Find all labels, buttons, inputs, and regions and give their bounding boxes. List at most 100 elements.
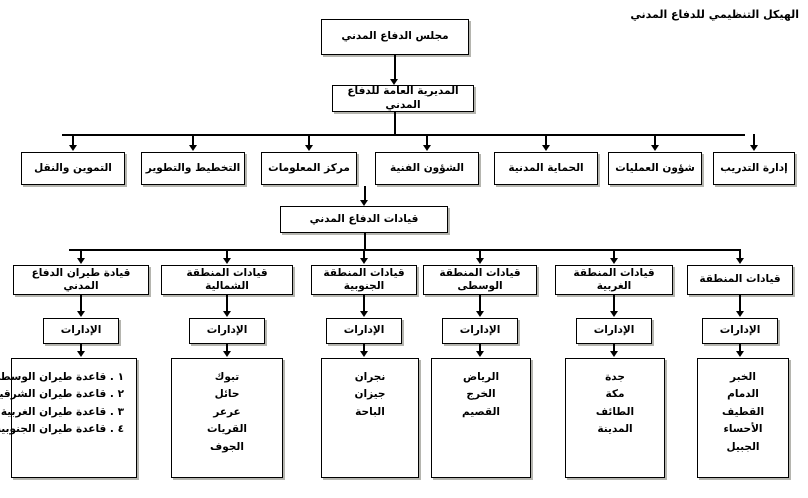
connector-department-drop [427,134,429,145]
arrow-down-command [476,258,485,264]
connector-departments-to-list [81,344,83,351]
department-box[interactable]: شؤون العمليات [609,152,703,185]
departments-sub-box[interactable]: الإدارات [703,318,779,344]
arrow-down-list [610,351,619,357]
connector-department-drop [754,134,756,145]
connector-command-to-departments [614,295,616,311]
regional-command-box[interactable]: قيادات المنطقة الغربية [556,265,674,295]
list-item: جيزان [355,388,387,400]
list-item: القطيف [722,405,766,418]
arrow-down-list [77,351,86,357]
connector-command-to-departments [227,295,229,311]
list-item: ١ . قاعدة طيران الوسطى [0,370,125,383]
connector-departments-to-list [740,344,742,351]
connector-command-drop [740,249,742,258]
department-box[interactable]: التموين والنقل [22,152,126,185]
list-item: الأحساء [724,423,764,435]
connector-departments-to-list [614,344,616,351]
list-item: حائل [215,388,241,400]
list-item: الرياض [463,370,501,383]
list-item: ٤ . قاعدة طيران الجنوبية [0,423,125,435]
department-box[interactable]: التخطيط والتطوير [142,152,246,185]
arrow-down-department [189,145,198,151]
list-item: مكة [606,388,626,400]
department-box[interactable]: الحماية المدنية [495,152,599,185]
connector-department-drop [655,134,657,145]
arrow-down-list [476,351,485,357]
node-civil-defense-commands[interactable]: قيادات الدفاع المدني [281,206,449,233]
departments-sub-box[interactable]: الإدارات [577,318,653,344]
departments-sub-box[interactable]: الإدارات [44,318,120,344]
connector-command-to-departments [364,295,366,311]
connector-commands-bus [70,249,742,251]
arrow-down-departments [476,311,485,317]
list-item: الجوف [211,440,245,453]
connector-department-drop [309,134,311,145]
list-item: تبوك [215,370,241,383]
regional-command-box[interactable]: قيادات المنطقة الجنوبية [312,265,418,295]
regional-command-box[interactable]: قيادة طيران الدفاع المدني [14,265,150,295]
arrow-down-directorate [390,79,399,85]
department-box[interactable]: الشؤون الفنية [376,152,480,185]
list-item: الجبيل [727,440,761,453]
arrow-down-departments [610,311,619,317]
connector-departments-to-list [480,344,482,351]
list-item: المدينة [598,423,634,435]
arrow-down-department [750,145,759,151]
regional-command-box[interactable]: قيادات المنطقة [688,265,794,295]
regional-command-box[interactable]: قيادات المنطقة الوسطى [424,265,538,295]
cities-list-box[interactable]: جدة مكة الطائف المدينة [566,358,666,478]
connector-command-to-departments [81,295,83,311]
aviation-bases-list-box[interactable]: ١ . قاعدة طيران الوسطى ٢ . قاعدة طيران ال… [0,358,138,478]
list-item: الطائف [596,405,636,418]
node-general-directorate[interactable]: المديرية العامة للدفاع المدني [333,85,475,112]
arrow-down-command [736,258,745,264]
list-item: القصيم [463,405,501,418]
connector-command-drop [227,249,229,258]
arrow-down-commands-root [360,200,369,206]
departments-sub-box[interactable]: الإدارات [327,318,403,344]
arrow-down-command [223,258,232,264]
arrow-down-department [305,145,314,151]
arrow-down-departments [77,311,86,317]
departments-sub-box[interactable]: الإدارات [443,318,519,344]
regional-command-box[interactable]: قيادات المنطقة الشمالية [162,265,294,295]
arrow-down-command [610,258,619,264]
arrow-down-list [736,351,745,357]
department-box[interactable]: مركز المعلومات [262,152,358,185]
connector-to-commands-root [365,186,367,200]
page-title: الهيكل التنظيمي للدفاع المدني [631,8,800,21]
arrow-down-departments [360,311,369,317]
arrow-down-department [69,145,78,151]
list-item: ٢ . قاعدة طيران الشرقية [0,388,125,400]
arrow-down-command [77,258,86,264]
connector-departments-to-list [364,344,366,351]
connector-department-drop [546,134,548,145]
departments-sub-box[interactable]: الإدارات [190,318,266,344]
department-box[interactable]: إدارة التدريب [714,152,796,185]
list-item: جدة [606,370,626,383]
arrow-down-departments [736,311,745,317]
arrow-down-list [223,351,232,357]
arrow-down-department [423,145,432,151]
list-item: الخبر [731,370,757,383]
arrow-down-departments [223,311,232,317]
connector-command-drop [364,249,366,258]
node-civil-defense-council[interactable]: مجلس الدفاع المدني [322,19,470,55]
list-item: ٣ . قاعدة طيران الغربية [1,405,125,418]
connector-council-to-directorate [395,55,397,79]
arrow-down-list [360,351,369,357]
connector-directorate-down [395,112,397,134]
connector-command-to-departments [480,295,482,311]
connector-departments-to-list [227,344,229,351]
connector-command-drop [480,249,482,258]
connector-commands-root-down [365,233,367,249]
arrow-down-department [542,145,551,151]
connector-departments-bus [63,134,746,136]
list-item: عرعر [214,405,242,418]
